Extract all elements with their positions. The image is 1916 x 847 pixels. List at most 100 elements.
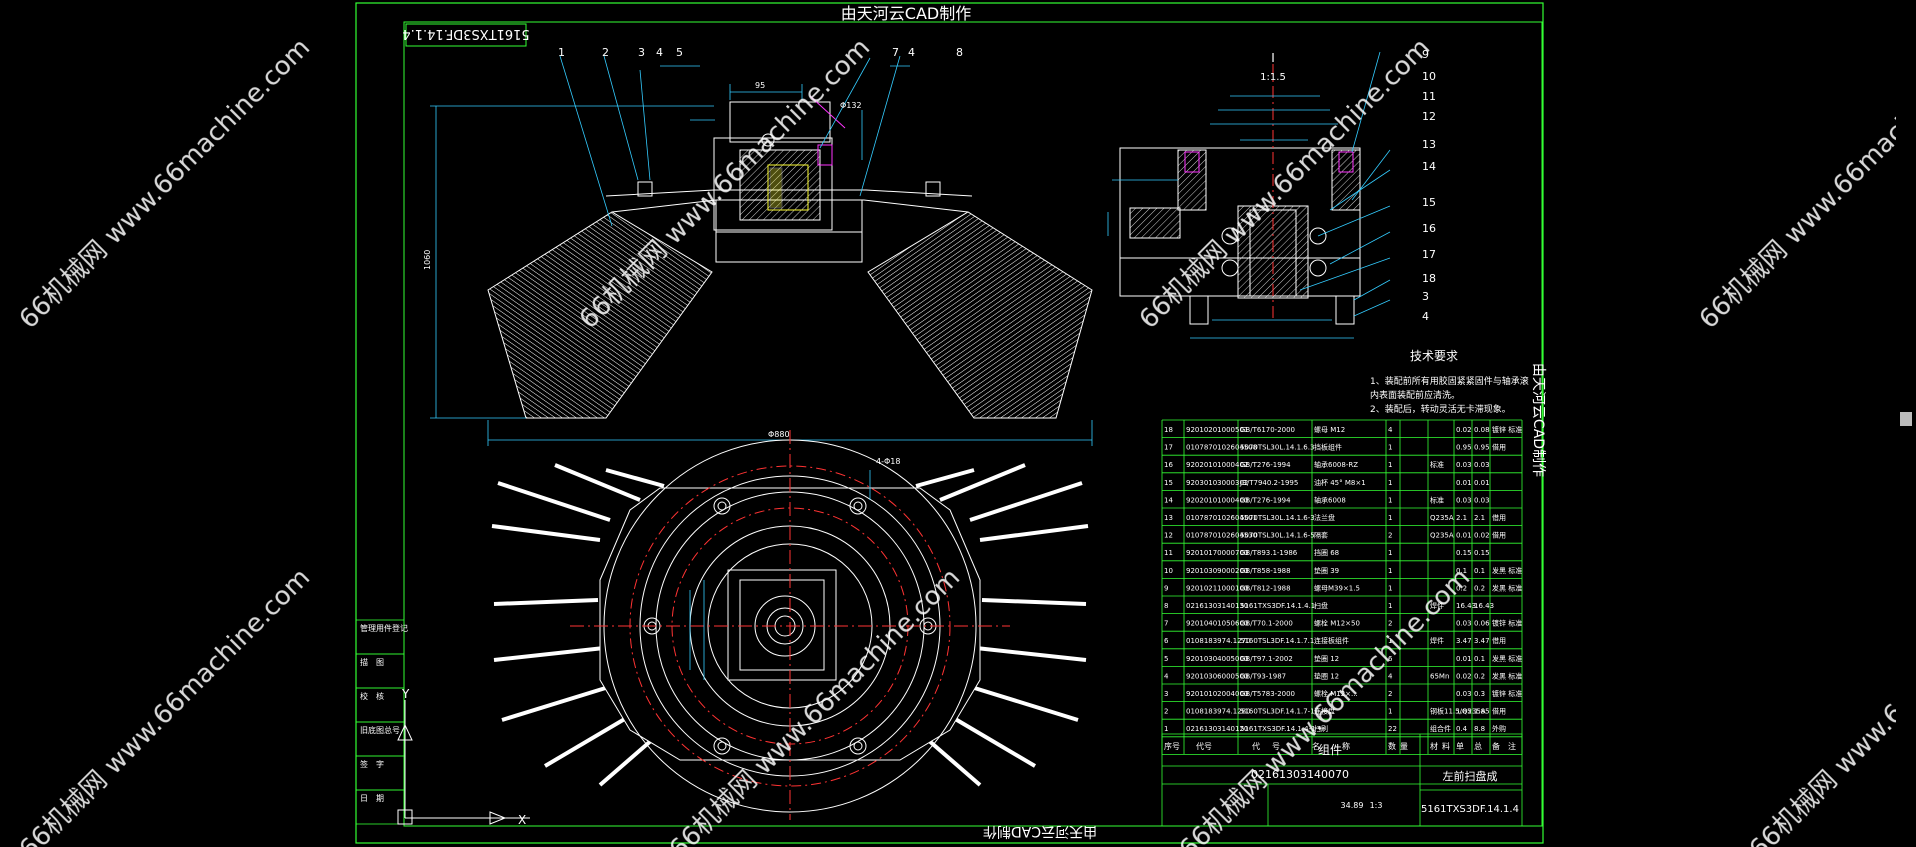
bom-header-cell: 数 (1388, 741, 1396, 751)
bom-cell: 2.1 (1474, 514, 1485, 522)
scrollbar-thumb[interactable] (1900, 412, 1912, 426)
vertical-scrollbar[interactable] (1896, 0, 1916, 847)
bom-cell: 14 (1164, 496, 1173, 504)
bom-cell: 65Mn (1430, 672, 1449, 680)
bom-cell: 0.02 (1456, 672, 1472, 680)
bom-cell: 垫圈 12 (1314, 654, 1339, 663)
bom-cell: Q235A (1430, 532, 1454, 540)
bom-cell: 8.8 (1474, 725, 1485, 733)
bom-cell: 1 (1388, 549, 1392, 557)
bom-cell: 1 (1164, 725, 1168, 733)
bom-cell: 0108183974.1280 (1186, 708, 1251, 716)
bom-cell: 0.01 (1474, 479, 1490, 487)
balloon-7: 7 (892, 46, 899, 59)
bom-cell: 垫圈 39 (1314, 566, 1339, 575)
bom-cell: 2.1 (1456, 514, 1467, 522)
balloon-16: 16 (1422, 222, 1436, 235)
title-assembly: 组件 (1318, 743, 1342, 757)
bom-header-cell: 号 (1272, 742, 1280, 751)
balloon-12: 12 (1422, 110, 1436, 123)
bom-cell: 0.02 (1456, 426, 1472, 434)
bom-cell: 4 (1388, 672, 1393, 680)
title-scale: 1:3 (1370, 801, 1383, 810)
bom-cell: 2 (1388, 690, 1392, 698)
title-name: 左前扫盘成 (1443, 769, 1498, 783)
balloon-4: 4 (656, 46, 663, 59)
bom-cell: GB/T97.1-2002 (1240, 655, 1293, 663)
balloon-10: 10 (1422, 70, 1436, 83)
bom-cell: 3.47 (1456, 637, 1472, 645)
bom-cell: 1 (1388, 514, 1392, 522)
bom-header-cell: 代号 (1196, 741, 1212, 751)
bom-cell: 轴承6008-RZ (1314, 460, 1358, 469)
plan-dim-label: 4-Φ18 (876, 457, 900, 466)
bom-cell: GB/T858-1988 (1240, 567, 1291, 575)
bom-cell: 0107870102604501 (1186, 514, 1257, 522)
bom-cell: 0.95 (1474, 444, 1490, 452)
bom-cell: 螺母M39×1.5 (1314, 583, 1360, 592)
balloon-2: 2 (602, 46, 609, 59)
watermark-1: 66机械网 www.66machine.com (14, 33, 316, 335)
bom-cell: 92010304005000 (1186, 655, 1248, 663)
bom-cell: 16.43 (1474, 602, 1494, 610)
bom-cell: 镀锌 标准 (1492, 619, 1522, 628)
svg-text:1060: 1060 (423, 250, 432, 270)
bom-cell: 0.2 (1456, 584, 1467, 592)
bom-cell: 油杯 45° M8×1 (1314, 478, 1366, 487)
bom-cell: 0.2 (1474, 672, 1485, 680)
scale-label: 1:1.5 (1260, 72, 1286, 83)
bom-cell: 0.1 (1474, 655, 1485, 663)
bom-cell: 92020101000402 (1186, 461, 1248, 469)
tech-req-line-3: 2、装配后，转动灵活无卡滞现象。 (1370, 403, 1511, 415)
side-table-label: 日 期 (360, 794, 384, 803)
bom-cell: 扫盘 (1314, 601, 1328, 610)
bom-cell: 2 (1388, 620, 1392, 628)
bom-cell: 2 (1388, 532, 1392, 540)
left-brush (487, 211, 713, 419)
bom-cell: 92030103000302 (1186, 479, 1248, 487)
bom-header-cell: 注 (1508, 741, 1516, 751)
bom-cell: 0.15 (1474, 549, 1490, 557)
bom-cell: 02161303140120 (1186, 725, 1248, 733)
section-view (1119, 64, 1361, 325)
bom-cell: 17 (1164, 444, 1173, 452)
balloon-18: 18 (1422, 272, 1436, 285)
bom-cell: 1 (1388, 444, 1392, 452)
side-table-label: 旧底图总号 (360, 725, 400, 735)
bom-cell: 5 (1164, 655, 1168, 663)
bom-cell: 5160TSL3DF.14.1.7.1 (1240, 637, 1314, 645)
bom-cell: 0.06 (1474, 620, 1490, 628)
bom-cell: 1.85 (1474, 708, 1490, 716)
bom-cell: 2 (1164, 708, 1168, 716)
title-drawing-no: 5161TXS3DF.14.1.4 (1421, 804, 1519, 815)
side-banner: 由天河云CAD制作 (1530, 363, 1546, 477)
section-dims (1107, 51, 1391, 339)
bom-header-cell: 量 (1400, 742, 1408, 751)
balloon-8: 8 (956, 46, 963, 59)
tech-req-title: 技术要求 (1410, 349, 1458, 363)
bom-cell: 0.1 (1456, 567, 1467, 575)
svg-text:Φ880: Φ880 (768, 430, 790, 439)
bom-cell: 借用 (1492, 443, 1506, 452)
bom-cell: 6 (1164, 637, 1169, 645)
bom-cell: 6 (1388, 655, 1393, 663)
section-balloons: 9 10 11 12 13 14 15 16 17 18 3 4 (1422, 48, 1436, 323)
tech-req-line-1: 1、装配前所有用胶固紧紧固件与轴承滚 (1370, 375, 1529, 387)
bom-cell: Q235A (1430, 514, 1454, 522)
bom-cell: 1 (1388, 496, 1392, 504)
code-box (405, 23, 527, 47)
bom-cell: 5160TSL3DF.14.1.7-1 (1240, 708, 1315, 716)
bom-cell: 1 (1388, 567, 1392, 575)
bom-cell: 挡板组件 (1314, 443, 1342, 452)
bom-cell: 15 (1164, 479, 1173, 487)
hub-housing (713, 137, 833, 231)
bom-cell: 22 (1388, 725, 1397, 733)
drawing-code-mirrored: 5161TXS3DF.14.1.4 (402, 26, 529, 41)
bom-cell: GB/T812-1988 (1240, 584, 1291, 592)
bom-cell: 1 (1388, 479, 1392, 487)
bom-cell: 焊件 (1430, 601, 1444, 610)
bom-cell: 0.1 (1474, 567, 1485, 575)
bom-cell: 0.02 (1474, 532, 1490, 540)
bom-cell: 0.01 (1456, 532, 1472, 540)
